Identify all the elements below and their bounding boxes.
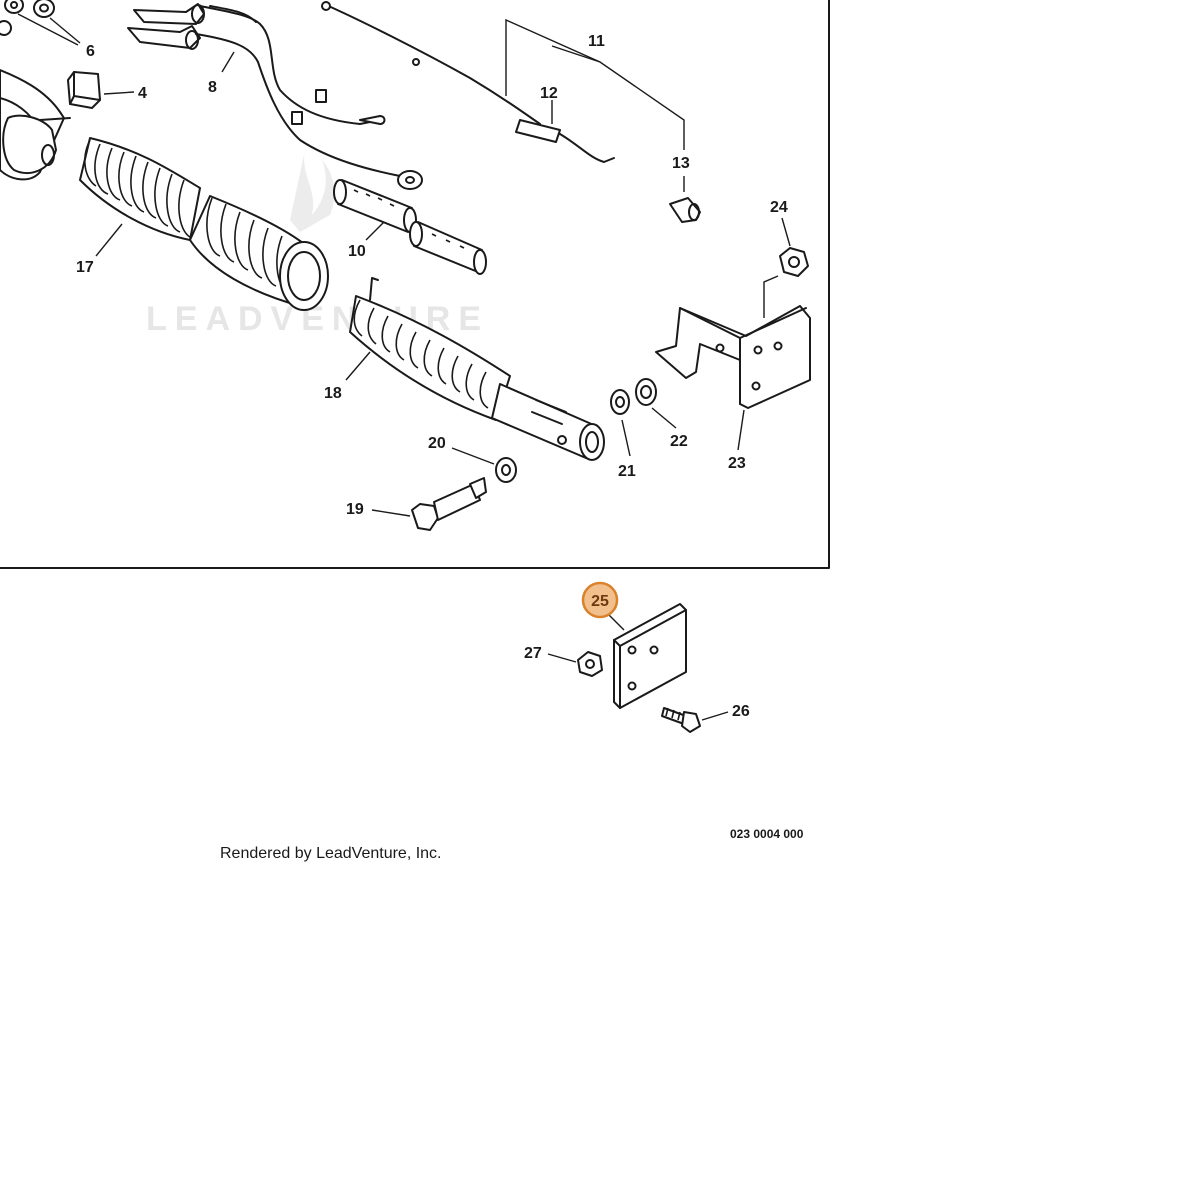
highlight-marker-25[interactable]: 25 bbox=[581, 581, 619, 619]
leader-25 bbox=[607, 613, 625, 631]
render-credit: Rendered by LeadVenture, Inc. bbox=[220, 845, 442, 862]
leader-6b bbox=[49, 17, 81, 44]
leader-24-dashed bbox=[763, 275, 779, 318]
leader-11b bbox=[551, 45, 601, 63]
callout-13[interactable]: 13 bbox=[672, 155, 690, 172]
part-27-nut[interactable] bbox=[577, 651, 603, 677]
leader-22 bbox=[651, 407, 677, 429]
part-10-grips[interactable] bbox=[333, 179, 487, 275]
callout-18[interactable]: 18 bbox=[324, 385, 342, 402]
callout-22[interactable]: 22 bbox=[670, 433, 688, 450]
leader-21 bbox=[621, 419, 631, 457]
leader-26 bbox=[701, 711, 729, 721]
leader-6a bbox=[17, 13, 79, 46]
part-13-cap[interactable] bbox=[669, 197, 701, 223]
leader-27 bbox=[547, 653, 577, 663]
callout-8[interactable]: 8 bbox=[208, 79, 217, 96]
callout-6[interactable]: 6 bbox=[86, 43, 95, 60]
part-19-bolt[interactable] bbox=[411, 477, 487, 531]
leader-24 bbox=[781, 217, 791, 247]
callout-4[interactable]: 4 bbox=[138, 85, 147, 102]
diagram-frame bbox=[0, 0, 830, 569]
leader-8 bbox=[221, 51, 235, 73]
part-17-spring[interactable] bbox=[79, 137, 329, 311]
leader-19 bbox=[371, 509, 411, 517]
callout-21[interactable]: 21 bbox=[618, 463, 636, 480]
callout-25[interactable]: 25 bbox=[591, 593, 609, 610]
callout-12[interactable]: 12 bbox=[540, 85, 558, 102]
part-24-nut[interactable] bbox=[779, 247, 809, 277]
part-6-washers[interactable] bbox=[0, 0, 55, 36]
callout-20[interactable]: 20 bbox=[428, 435, 446, 452]
callout-26[interactable]: 26 bbox=[732, 703, 750, 720]
part-11-cable[interactable] bbox=[321, 1, 615, 163]
leader-23 bbox=[737, 409, 745, 451]
callout-23[interactable]: 23 bbox=[728, 455, 746, 472]
leader-18 bbox=[345, 351, 371, 381]
part-23-bracket[interactable] bbox=[655, 305, 811, 409]
callout-19[interactable]: 19 bbox=[346, 501, 364, 518]
callout-10[interactable]: 10 bbox=[348, 243, 366, 260]
part-21-washer[interactable] bbox=[610, 389, 630, 415]
leader-20 bbox=[451, 447, 495, 465]
part-20-washer[interactable] bbox=[495, 457, 517, 483]
callout-24[interactable]: 24 bbox=[770, 199, 788, 216]
handle-assembly[interactable] bbox=[0, 69, 71, 181]
leader-10 bbox=[365, 221, 385, 241]
drawing-number: 023 0004 000 bbox=[730, 827, 804, 841]
callout-27[interactable]: 27 bbox=[524, 645, 542, 662]
part-26-bolt[interactable] bbox=[661, 707, 701, 733]
part-18-shaft[interactable] bbox=[349, 277, 605, 461]
part-22-washer[interactable] bbox=[635, 378, 657, 406]
leader-4 bbox=[103, 91, 135, 95]
leader-17 bbox=[95, 223, 123, 257]
part-4-block[interactable] bbox=[67, 71, 101, 109]
callout-17[interactable]: 17 bbox=[76, 259, 94, 276]
part-8-cable-clips[interactable] bbox=[127, 3, 423, 190]
part-25-plate[interactable] bbox=[613, 603, 687, 709]
callout-11[interactable]: 11 bbox=[588, 33, 605, 50]
